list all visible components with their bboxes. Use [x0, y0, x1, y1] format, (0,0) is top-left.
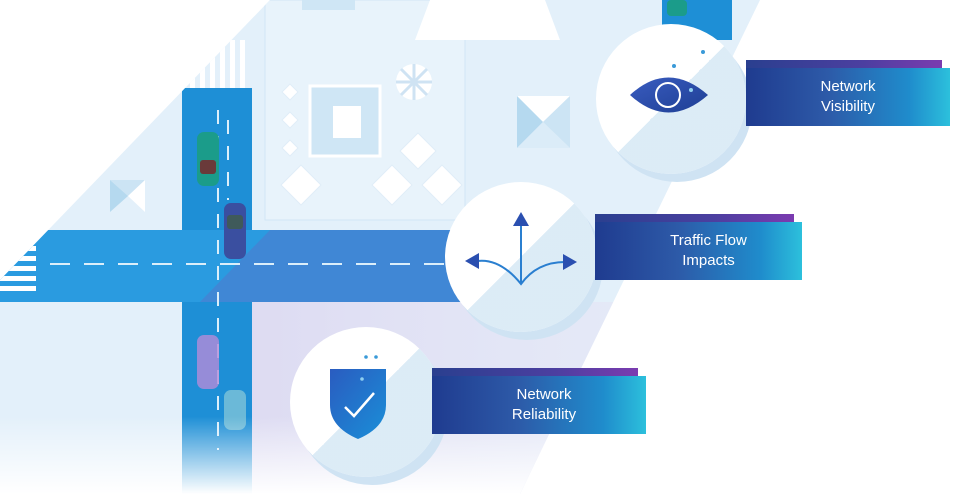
label-line1: Traffic Flow: [670, 232, 747, 249]
branching-arrows-icon: [465, 212, 577, 286]
label-line1: Network: [820, 78, 876, 95]
reliability-icon-circle: [290, 327, 442, 477]
visibility-icon-circle: [596, 24, 746, 174]
label-line2: Reliability: [511, 406, 577, 423]
traffic-icon-circle: [445, 182, 597, 332]
shield-check-icon: [330, 355, 386, 439]
label-line2: Visibility: [821, 98, 875, 115]
label-line1: Network: [516, 386, 572, 403]
label-line2: Impacts: [682, 252, 735, 269]
eye-icon: [630, 50, 708, 113]
